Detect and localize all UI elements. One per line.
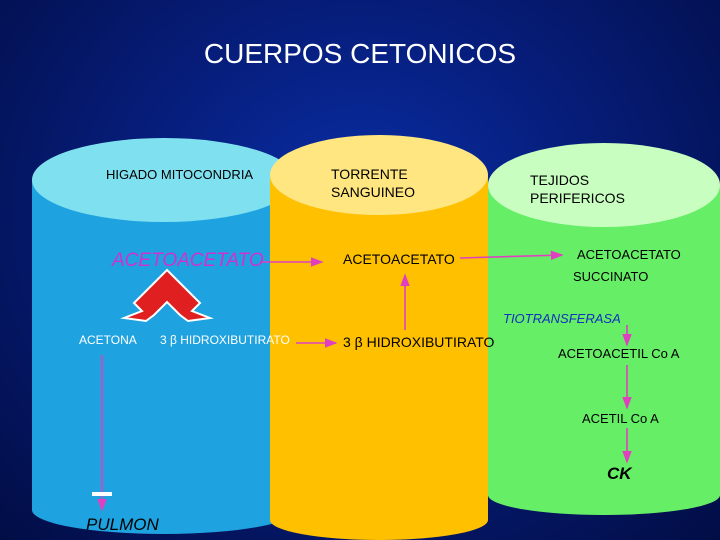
blood-acetoacetato: ACETOACETATO — [343, 251, 455, 267]
blood-hidroxibutirato: 3 β HIDROXIBUTIRATO — [343, 334, 495, 350]
tissues-acetoacetato: ACETOACETATO — [577, 247, 681, 262]
pulmon-label: PULMON — [86, 515, 159, 534]
slide-title: CUERPOS CETONICOS — [203, 38, 517, 69]
liver-acetoacetato: ACETOACETATO — [112, 250, 264, 271]
tissues-succinato: SUCCINATO — [573, 269, 649, 284]
blood-cylinder — [270, 135, 488, 540]
ck-label: CK — [607, 464, 632, 483]
split-arrow — [120, 268, 214, 323]
blood-header-line2: SANGUINEO — [331, 184, 416, 200]
liver-cylinder — [32, 138, 296, 534]
tissues-header-line2: PERIFERICOS — [530, 190, 625, 206]
liver-acetona: ACETONA — [79, 333, 137, 347]
liver-hidroxibutirato: 3 β HIDROXIBUTIRATO — [160, 333, 290, 347]
liver-header: HIGADO MITOCONDRIA — [106, 167, 254, 182]
enzyme-label: TIOTRANSFERASA — [503, 311, 621, 326]
tissues-acetil: ACETIL Co A — [582, 411, 659, 426]
arrow-blood-to-tissue-acetoacetato — [459, 250, 564, 261]
tissues-cylinder — [488, 143, 720, 515]
tissues-header-line1: TEJIDOS — [530, 172, 590, 188]
tissues-acetoacetil: ACETOACETIL Co A — [558, 346, 680, 361]
blood-header-line1: TORRENTE — [331, 166, 408, 182]
